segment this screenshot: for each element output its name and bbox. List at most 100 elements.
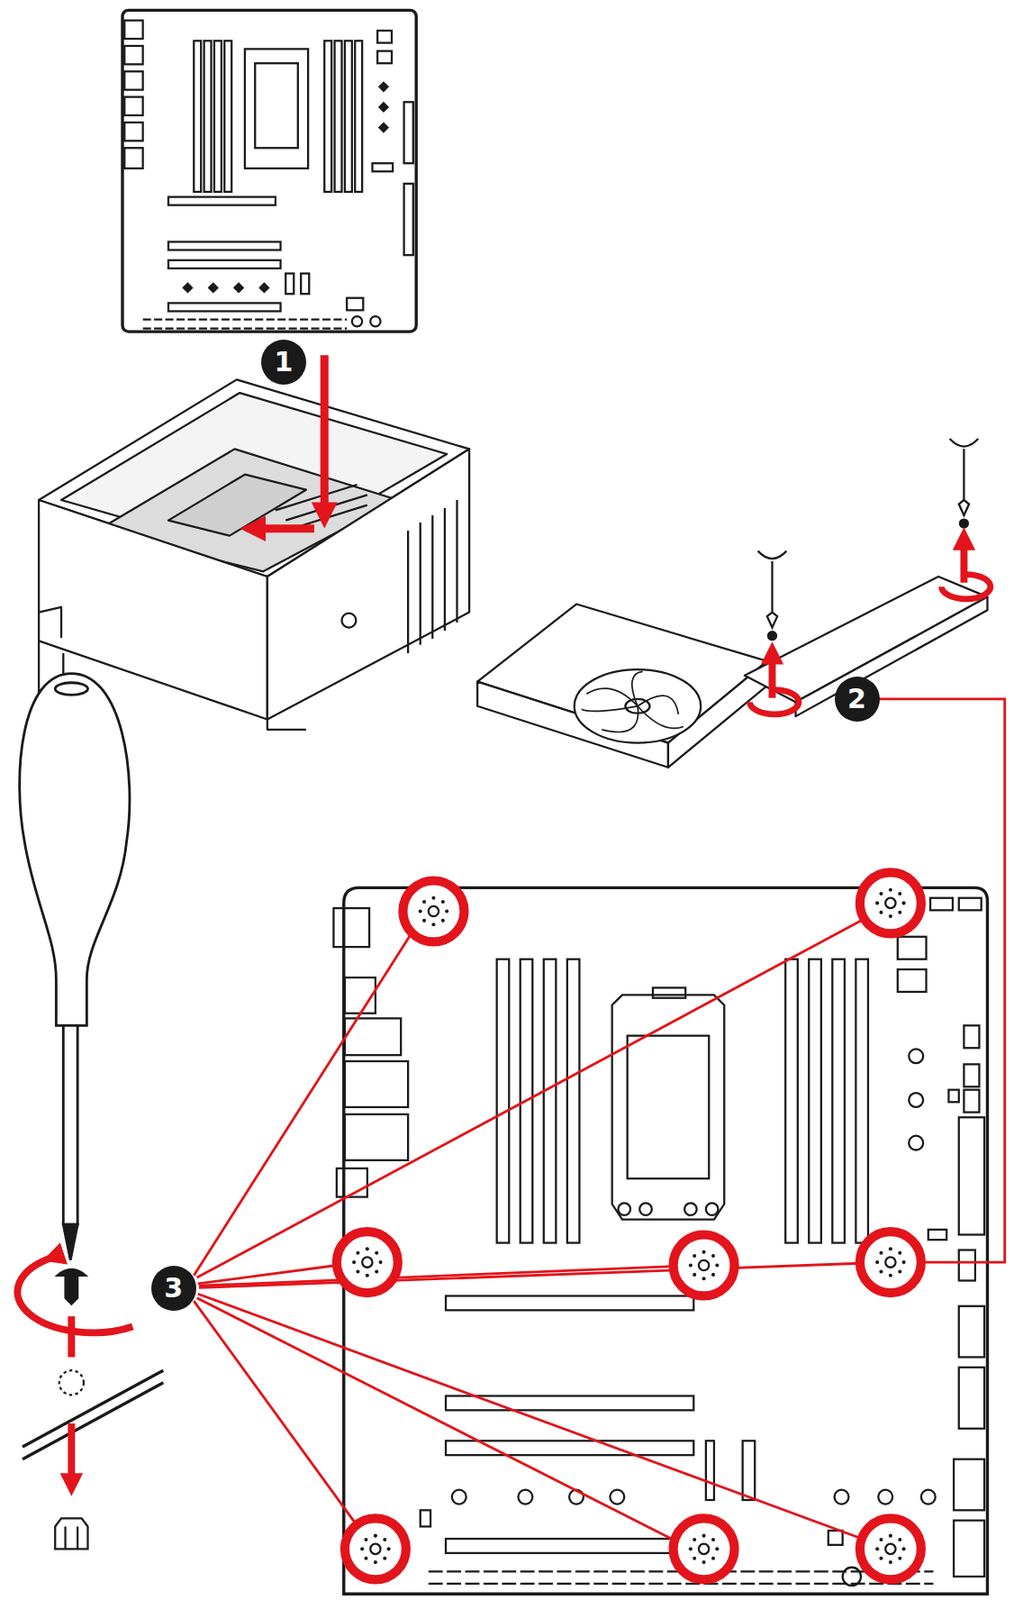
motherboard (336, 1167, 368, 1197)
small-motherboard (122, 9, 417, 332)
leader-line (193, 698, 1005, 1540)
motherboard (832, 959, 845, 1243)
mounting-hole (897, 910, 902, 915)
motherboard (517, 1489, 533, 1504)
m2-screw (950, 438, 979, 516)
motherboard (908, 1048, 924, 1063)
mounting-hole (387, 1546, 391, 1550)
motherboard (706, 1439, 715, 1500)
mounting-hole (379, 1259, 383, 1264)
mounting-hole (897, 891, 902, 896)
motherboard (497, 959, 510, 1243)
m2-heatsink (581, 670, 684, 732)
mounting-hole (902, 900, 906, 905)
leader-line (193, 1300, 357, 1525)
screwdriver (54, 682, 88, 696)
motherboard (897, 936, 927, 960)
motherboard (684, 1202, 698, 1215)
mounting-hole (418, 908, 423, 913)
small-motherboard (124, 122, 143, 141)
small-motherboard (354, 40, 363, 192)
mounting-hole (441, 899, 445, 904)
small-motherboard (204, 40, 212, 192)
callout-number: 3 (163, 1274, 183, 1302)
small-motherboard (377, 30, 392, 44)
motherboard (930, 897, 953, 911)
motherboard (706, 1202, 719, 1215)
motherboard (808, 959, 822, 1243)
mounting-hole (875, 900, 879, 905)
mounting-hole (875, 1259, 879, 1264)
motherboard (897, 968, 927, 992)
pc-case (267, 448, 470, 719)
mounting-hole (711, 1537, 716, 1541)
mounting-hole (382, 1537, 387, 1541)
small-motherboard (124, 147, 143, 169)
screw-install (65, 1525, 79, 1549)
mounting-hole (888, 887, 893, 892)
motherboard (908, 1135, 924, 1150)
mounting-hole (365, 1273, 370, 1277)
mounting-hole (360, 1546, 364, 1550)
small-motherboard (324, 40, 332, 192)
small-motherboard (193, 40, 201, 192)
small-motherboard (124, 20, 143, 39)
mounting-hole (688, 1546, 693, 1550)
leader-line (198, 1293, 862, 1539)
mounting-hole (888, 1246, 893, 1250)
motherboard (855, 959, 869, 1243)
small-motherboard (122, 9, 417, 332)
m2-screw (959, 519, 969, 528)
motherboard (612, 994, 725, 1219)
mounting-hole (878, 891, 883, 896)
motherboard (959, 897, 982, 911)
mounting-hole (885, 1543, 896, 1554)
mounting-hole (336, 1231, 399, 1293)
mounting-hole (688, 1262, 693, 1267)
motherboard (652, 986, 686, 997)
screw-install (67, 1315, 75, 1357)
mounting-hole (355, 1268, 360, 1273)
motherboard (333, 907, 370, 947)
screw-install (57, 1268, 87, 1276)
mounting-hole (692, 1253, 697, 1258)
mounting-hole (902, 1546, 906, 1550)
screw-install (17, 1256, 133, 1332)
leader-line (199, 1266, 674, 1286)
mounting-hole (382, 1556, 387, 1560)
mounting-hole (860, 1231, 922, 1293)
mounting-hole (878, 910, 883, 915)
leader-line (197, 1297, 676, 1541)
mounting-hole (702, 1533, 707, 1538)
mounting-hole (888, 1273, 893, 1277)
mounting-hole (878, 1250, 883, 1255)
pc-case (342, 613, 357, 628)
small-motherboard (370, 316, 381, 326)
small-motherboard (377, 51, 392, 64)
screw-install (17, 1256, 163, 1549)
mounting-hole (336, 871, 922, 1579)
mounting-hole (355, 1250, 360, 1255)
mounting-hole (673, 1517, 735, 1579)
mounting-hole (711, 1556, 716, 1560)
mounting-hole (888, 1533, 893, 1538)
motherboard (742, 1439, 756, 1500)
mounting-hole (860, 1517, 922, 1579)
mounting-hole (702, 1559, 707, 1564)
small-motherboard (379, 82, 388, 132)
mounting-hole (888, 1559, 893, 1564)
unscrew-arrow (959, 538, 968, 583)
mounting-hole (402, 879, 464, 942)
small-motherboard (168, 302, 281, 311)
mounting-hole (698, 1259, 709, 1270)
callout-number: 2 (847, 685, 867, 713)
install-arrow (253, 524, 315, 533)
small-motherboard (285, 273, 294, 295)
mounting-hole (692, 1272, 697, 1277)
motherboard (959, 1249, 976, 1281)
mounting-hole (885, 897, 896, 908)
small-motherboard (371, 162, 393, 172)
mounting-hole (431, 896, 435, 900)
small-motherboard (183, 283, 269, 292)
screwdriver (19, 673, 130, 1260)
